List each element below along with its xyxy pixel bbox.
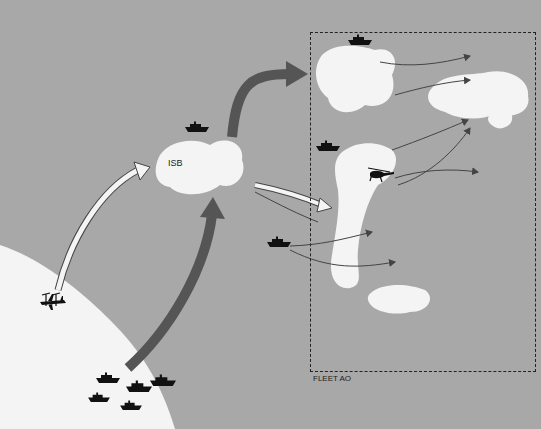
region-label: ISB — [168, 159, 183, 169]
area-label: FLEET AO — [313, 375, 351, 384]
island-shape — [150, 135, 250, 200]
fleet-area-box: FLEET AO — [310, 32, 536, 372]
movement-arrow — [232, 74, 290, 137]
island-region: ISB — [150, 135, 250, 200]
